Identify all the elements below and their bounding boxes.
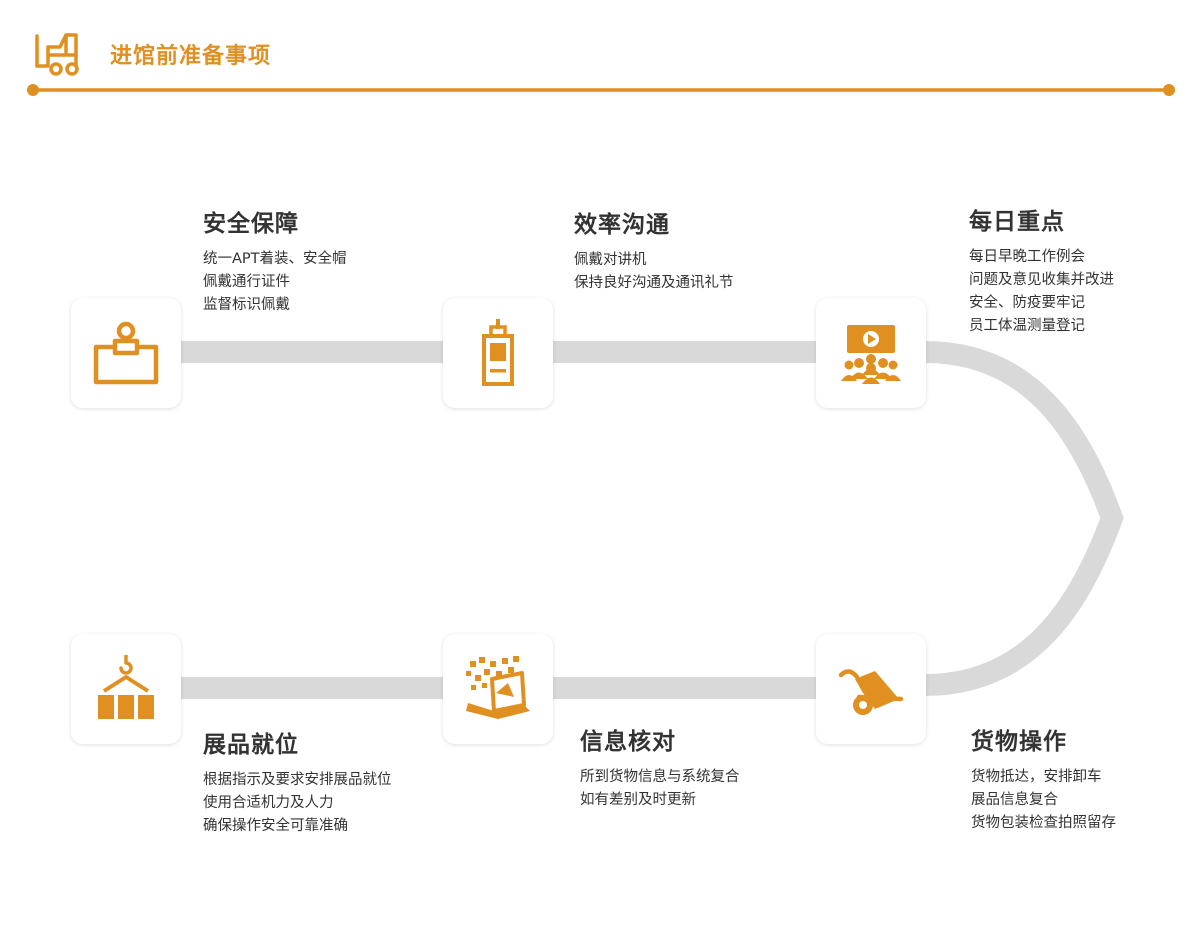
step-cargo: 货物操作 货物抵达，安排卸车 展品信息复合 货物包装检查拍照留存 — [971, 722, 1116, 835]
placement-node — [71, 634, 181, 744]
step-line: 佩戴对讲机 — [574, 252, 647, 268]
step-info-check: 信息核对 所到货物信息与系统复合 如有差别及时更新 — [580, 722, 740, 812]
step-line: 安全、防疫要牢记 — [969, 295, 1085, 311]
step-title: 安全保障 — [203, 211, 299, 237]
crane-boxes-icon — [98, 655, 154, 719]
step-communication: 效率沟通 佩戴对讲机 保持良好沟通及通讯礼节 — [574, 205, 734, 295]
step-line: 展品信息复合 — [971, 792, 1058, 808]
step-line: 员工体温测量登记 — [969, 318, 1085, 334]
step-line: 问题及意见收集并改进 — [969, 272, 1114, 288]
daily-focus-node — [816, 298, 926, 408]
step-line: 保持良好沟通及通讯礼节 — [574, 275, 734, 291]
cargo-node — [816, 634, 926, 744]
hand-truck-icon — [838, 669, 904, 715]
meeting-presentation-icon — [841, 325, 901, 384]
step-line: 佩戴通行证件 — [203, 274, 290, 290]
info-check-node — [443, 634, 553, 744]
step-line: 统一APT着装、安全帽 — [203, 251, 347, 267]
forklift-icon — [34, 30, 82, 76]
step-daily-focus: 每日重点 每日早晚工作例会 问题及意见收集并改进 安全、防疫要牢记 员工体温测量… — [969, 202, 1114, 338]
step-line: 货物抵达，安排卸车 — [971, 769, 1102, 785]
step-line: 如有差别及时更新 — [580, 792, 696, 808]
page-title: 进馆前准备事项 — [110, 44, 272, 69]
communication-node — [443, 298, 553, 408]
step-line: 货物包装检查拍照留存 — [971, 815, 1116, 831]
laptop-data-icon — [466, 656, 530, 719]
header-divider — [26, 82, 1178, 98]
safety-node — [71, 298, 181, 408]
step-title: 货物操作 — [971, 729, 1067, 755]
step-line: 确保操作安全可靠准确 — [203, 818, 348, 834]
step-placement: 展品就位 根据指示及要求安排展品就位 使用合适机力及人力 确保操作安全可靠准确 — [203, 725, 392, 838]
step-title: 信息核对 — [580, 729, 676, 755]
step-title: 展品就位 — [203, 732, 299, 758]
safety-badge-icon — [93, 321, 159, 385]
step-line: 根据指示及要求安排展品就位 — [203, 772, 392, 788]
step-title: 每日重点 — [969, 209, 1065, 235]
step-line: 监督标识佩戴 — [203, 297, 290, 313]
step-line: 使用合适机力及人力 — [203, 795, 334, 811]
step-title: 效率沟通 — [574, 212, 670, 238]
step-line: 每日早晚工作例会 — [969, 249, 1085, 265]
step-safety: 安全保障 统一APT着装、安全帽 佩戴通行证件 监督标识佩戴 — [203, 204, 347, 317]
step-line: 所到货物信息与系统复合 — [580, 769, 740, 785]
walkie-talkie-icon — [482, 319, 514, 386]
